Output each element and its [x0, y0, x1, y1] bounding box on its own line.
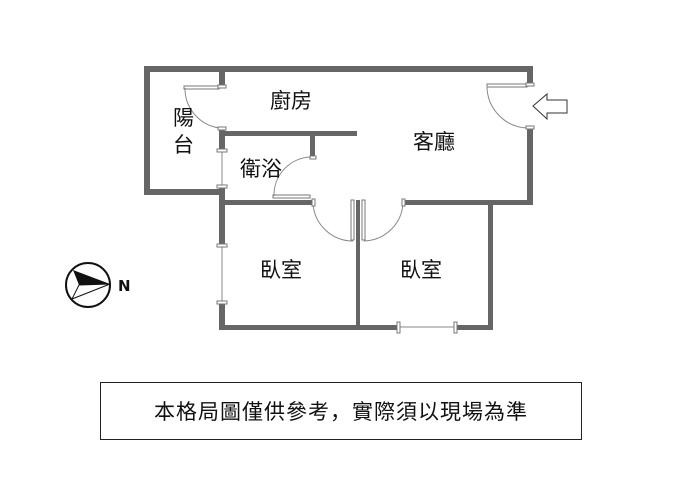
room-label-balcony-2: 台: [173, 133, 194, 157]
windows: [216, 148, 458, 334]
disclaimer-text: 本格局圖僅供參考，實際須以現場為準: [154, 400, 528, 424]
room-label-bedroom-right: 臥室: [400, 258, 442, 282]
disclaimer-box: 本格局圖僅供參考，實際須以現場為準: [100, 382, 582, 440]
compass-icon: N: [65, 262, 131, 308]
room-label-balcony-1: 陽: [173, 106, 194, 130]
room-label-bedroom-left: 臥室: [260, 258, 302, 282]
entrance-door[interactable]: [486, 83, 528, 88]
bedroom-right-door[interactable]: [361, 199, 366, 241]
balcony-door[interactable]: [183, 85, 220, 90]
walls: [144, 66, 533, 330]
room-label-kitchen: 廚房: [270, 89, 312, 113]
room-label-living-room: 客廳: [413, 130, 455, 154]
room-label-bathroom: 衛浴: [240, 157, 282, 181]
bathroom-door[interactable]: [272, 194, 311, 199]
doors: [183, 82, 535, 242]
bedroom-left-door[interactable]: [350, 199, 355, 241]
compass-north-label: N: [118, 277, 131, 295]
entrance-arrow-icon: [532, 92, 568, 121]
